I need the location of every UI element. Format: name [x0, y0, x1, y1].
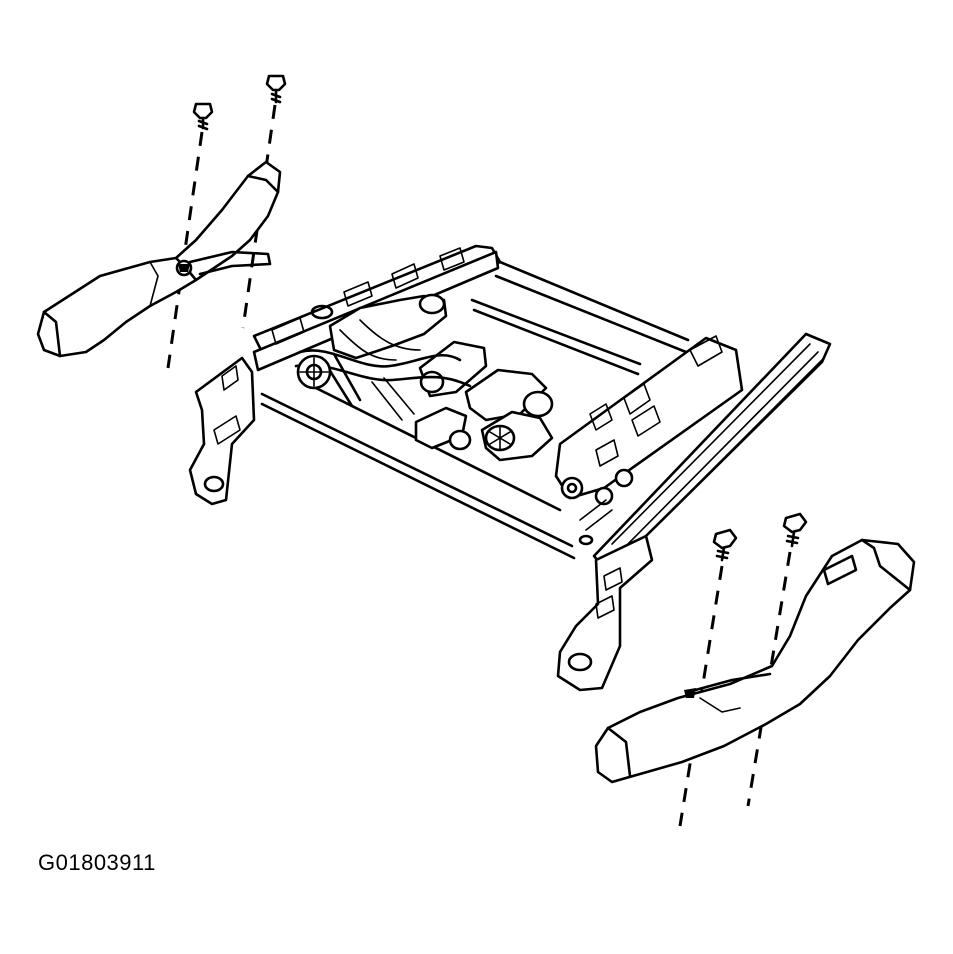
right-side-cover-panel	[594, 538, 916, 784]
figure-code: G01803911	[38, 850, 156, 875]
screw-right-front	[712, 528, 738, 562]
left-side-cover-panel	[36, 160, 282, 358]
screw-left-rear	[265, 74, 287, 104]
seat-adjuster-frame	[188, 244, 832, 692]
screw-left-front	[192, 102, 214, 131]
screw-right-rear	[782, 512, 808, 548]
